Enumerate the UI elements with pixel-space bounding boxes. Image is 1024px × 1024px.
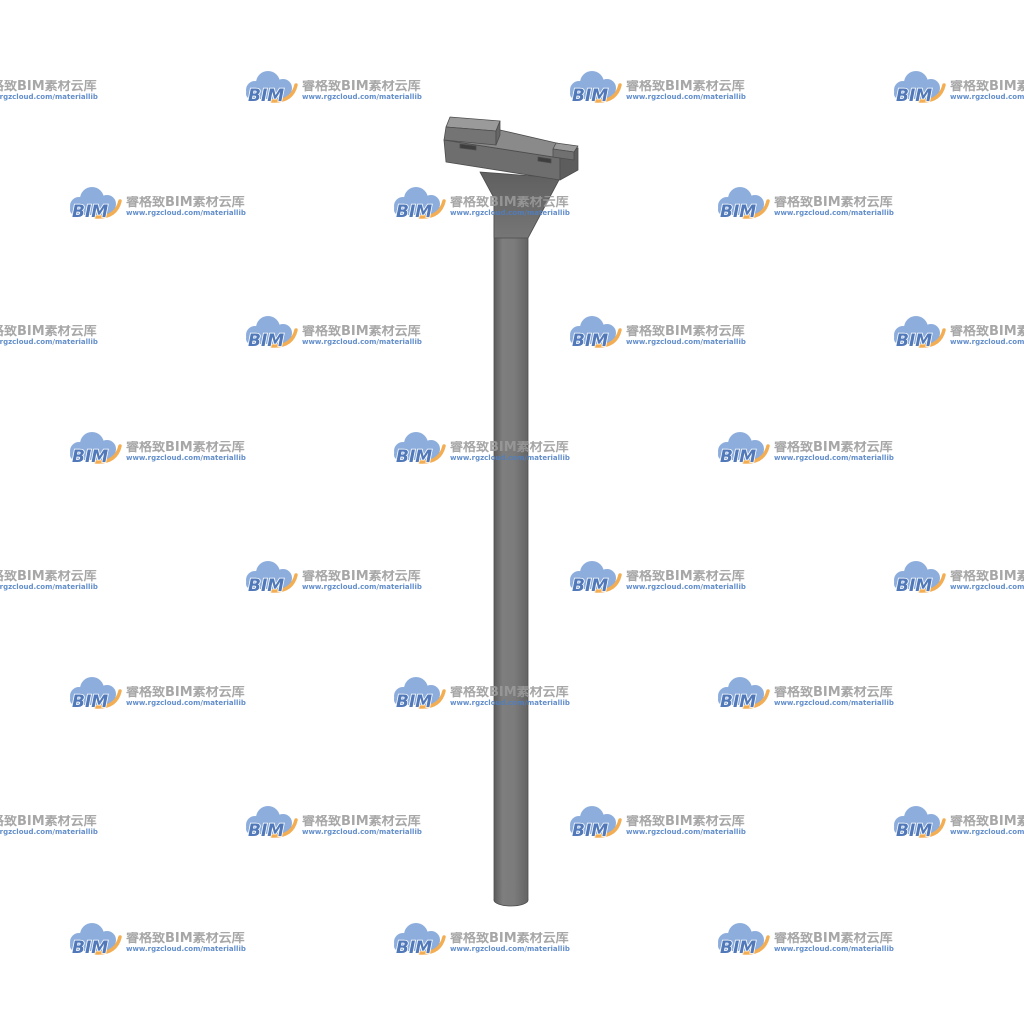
column-corbel xyxy=(479,171,561,239)
capital-right-lug-front xyxy=(552,148,575,161)
column-shaft xyxy=(493,194,529,907)
shaft-body xyxy=(493,194,529,901)
column-capital xyxy=(443,116,579,181)
corbel-face xyxy=(479,171,561,239)
capital-slot-right xyxy=(537,156,552,164)
capital-left-lug-inner xyxy=(495,120,501,146)
capital-slot-left xyxy=(459,143,477,151)
shaft-base-cover xyxy=(494,880,528,900)
